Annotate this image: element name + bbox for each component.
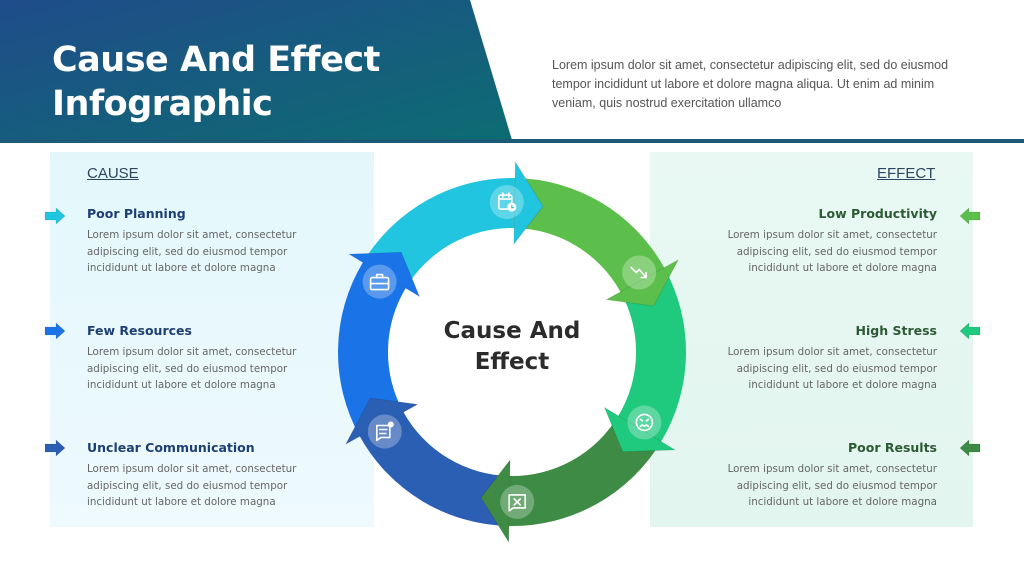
chat-notification-icon: [367, 414, 402, 449]
effect-item-title: Poor Results: [848, 440, 937, 455]
cause-arrow-icon: [44, 208, 66, 224]
cycle-segment: [618, 267, 686, 442]
cause-panel: [50, 152, 374, 527]
cause-item-text: Lorem ipsum dolor sit amet, consectetur …: [87, 346, 297, 391]
cause-heading: CAUSE: [87, 165, 139, 182]
trend-down-icon: [622, 255, 657, 290]
title-line-2: Infographic: [52, 84, 273, 124]
page-title: Cause And Effect Infographic: [52, 38, 380, 126]
effect-heading: EFFECT: [877, 165, 936, 182]
cause-item-title: Unclear Communication: [87, 440, 255, 455]
cycle-center-title: Cause And Effect: [412, 316, 612, 378]
effect-item-text: Lorem ipsum dolor sit amet, consectetur …: [727, 463, 937, 508]
cycle-segment: [338, 262, 406, 437]
effect-item-text: Lorem ipsum dolor sit amet, consectetur …: [727, 346, 937, 391]
effect-item-title: Low Productivity: [818, 206, 937, 221]
cause-item-title: Few Resources: [87, 323, 192, 338]
effect-arrow-icon: [959, 208, 981, 224]
cause-arrow-icon: [44, 440, 66, 456]
cause-item-text: Lorem ipsum dolor sit amet, consectetur …: [87, 229, 297, 274]
cause-arrow-icon: [44, 323, 66, 339]
cycle-arrowhead: [347, 251, 421, 298]
effect-arrow-icon: [959, 440, 981, 456]
effect-arrow-icon: [959, 323, 981, 339]
intro-text: Lorem ipsum dolor sit amet, consectetur …: [552, 58, 949, 110]
message-x-icon: [500, 484, 535, 519]
effect-item-title: High Stress: [855, 323, 937, 338]
effect-item-text: Lorem ipsum dolor sit amet, consectetur …: [727, 229, 937, 274]
cause-item-text: Lorem ipsum dolor sit amet, consectetur …: [87, 463, 297, 508]
center-line-2: Effect: [474, 349, 550, 375]
cycle-segment: [359, 412, 510, 526]
cause-item-title: Poor Planning: [87, 206, 186, 221]
effect-panel: [650, 152, 973, 527]
title-line-1: Cause And Effect: [52, 40, 380, 80]
center-line-1: Cause And: [443, 318, 581, 344]
cycle-segment: [514, 178, 665, 292]
cycle-arrowhead: [344, 397, 419, 446]
cycle-arrowhead: [513, 160, 544, 246]
stressed-face-icon: [627, 405, 662, 440]
cycle-arrowhead: [605, 258, 680, 307]
briefcase-icon: [362, 264, 397, 299]
header-band: [0, 0, 1024, 143]
calendar-clock-icon: [489, 185, 524, 220]
